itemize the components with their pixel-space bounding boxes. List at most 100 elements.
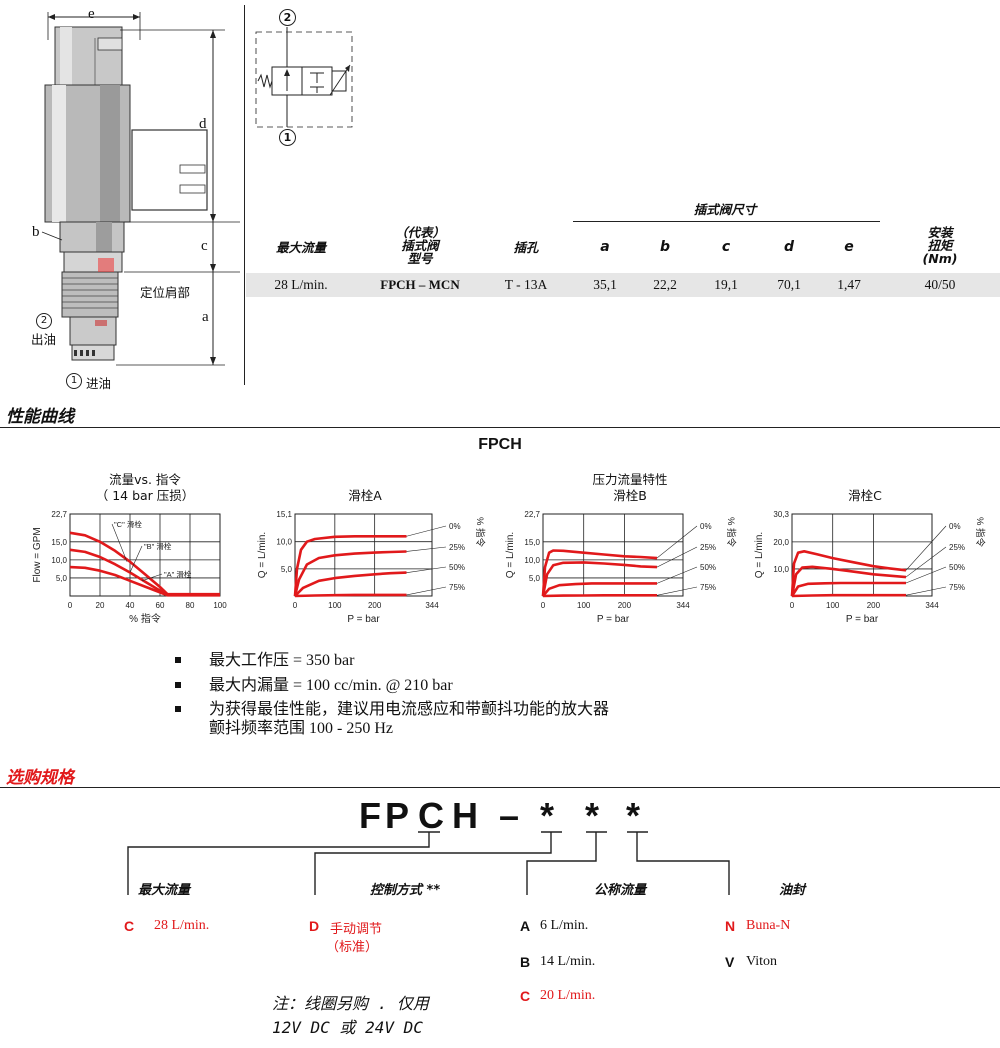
chart1-xtick-label: 20	[96, 601, 105, 610]
chart1-annotation-leader	[111, 523, 128, 562]
ordering-section-title: 选购规格	[6, 768, 74, 788]
chart4-curve-leader	[905, 586, 947, 596]
th-model-l1: （代表）	[394, 225, 445, 240]
col3-opt-c-val: 20 L/min.	[540, 988, 596, 1003]
code-char-dash: –	[499, 795, 520, 836]
chart1-ytick-label: 10,0	[51, 556, 67, 565]
chart2-curve-label: 50%	[449, 563, 465, 572]
chart2-curve-label: 75%	[449, 583, 465, 592]
chart4-ylabel: Q = L/min.	[754, 532, 765, 578]
th-torque-l2: 扭矩	[927, 238, 953, 253]
code-char-h: H	[452, 795, 478, 836]
performance-model: FPCH	[478, 436, 522, 453]
th-model-l2: 插式阀	[401, 238, 439, 253]
chart2-series-line	[293, 550, 407, 597]
chart2-ytick-label: 10,0	[276, 538, 292, 547]
chart1-xtick-label: 60	[156, 601, 165, 610]
symbol-port-2: 2	[279, 9, 296, 26]
chart1-series-line	[69, 548, 220, 597]
chart4-curve-label: 75%	[949, 583, 965, 592]
th-max-flow: 最大流量	[275, 240, 326, 255]
chart4-xtick-label: 0	[790, 601, 795, 610]
chart4-curve-leader	[905, 546, 947, 578]
chart3-curve-leader	[656, 566, 698, 584]
col1-header: 最大流量	[138, 883, 191, 898]
col4-opt-v-val: Viton	[746, 954, 778, 969]
code-char-p: P	[385, 795, 410, 836]
chart4-xtick-label: 344	[925, 601, 939, 610]
col3-opt-b-key: B	[520, 954, 531, 970]
chart4-ytick-label: 30,3	[773, 510, 789, 519]
chart3-xtick-label: 200	[618, 601, 632, 610]
col1-opt-val: 28 L/min.	[154, 918, 210, 933]
chart3-curve-label: 0%	[700, 522, 712, 531]
th-d: d	[783, 239, 795, 255]
th-model-l3: 型号	[407, 251, 433, 266]
code-char-seal-a: *	[585, 795, 600, 836]
chart3-title: 压力流量特性	[592, 472, 668, 487]
chart3-xtick-label: 100	[577, 601, 591, 610]
chart1-xtick-label: 80	[186, 601, 195, 610]
port2-label: 出油	[31, 332, 57, 347]
coil-note-line1: 注：线圈另购 . 仅用	[272, 994, 429, 1013]
chart3-curve-leader	[656, 546, 698, 568]
th-b: b	[659, 239, 671, 255]
td-d: 70,1	[777, 277, 801, 292]
ordering-section-rule	[0, 787, 1000, 788]
col2-opt-key: D	[309, 918, 320, 934]
td-max-flow: 28 L/min.	[274, 277, 328, 292]
chart3-curve-leader	[656, 525, 698, 559]
chart2-series-line	[293, 534, 407, 597]
chart2-ylabel: Q = L/min.	[257, 532, 268, 578]
chart1-xtick-label: 40	[126, 601, 135, 610]
chart1-series-line	[69, 531, 220, 596]
chart2-xtick-label: 200	[368, 601, 382, 610]
chart2-curve-label: 0%	[449, 522, 461, 531]
performance-section-rule	[0, 427, 1000, 428]
col3-header: 公称流量	[594, 883, 647, 898]
chart3-xtick-label: 344	[676, 601, 690, 610]
th-c: c	[721, 239, 731, 255]
chart4-curve-label: 0%	[949, 522, 961, 531]
chart1-annotation-label: "C" 滑栓	[114, 519, 142, 529]
col2-header: 控制方式 **	[370, 883, 441, 898]
chart3-curve-label: 25%	[700, 543, 716, 552]
port1-number: 1	[66, 373, 82, 389]
chart4-curve-label: 50%	[949, 563, 965, 572]
chart1-xtick-label: 0	[68, 601, 73, 610]
dim-a-label: a	[202, 309, 209, 325]
table-group-rule	[573, 221, 880, 222]
col4-opt-n-key: N	[725, 918, 736, 934]
dim-e-label: e	[88, 6, 95, 22]
shoulder-label: 定位肩部	[140, 285, 191, 300]
chart2-xtick-label: 0	[293, 601, 298, 610]
col3-opt-b-val: 14 L/min.	[540, 954, 596, 969]
chart3-ytick-label: 5,0	[529, 574, 541, 583]
chart4-xlabel: P = bar	[846, 614, 879, 625]
chart3-curve-label: 50%	[700, 563, 716, 572]
hydraulic-symbol	[255, 27, 353, 128]
dim-b-label: b	[32, 224, 40, 240]
code-leader-lines	[127, 831, 730, 895]
chart3-ytick-label: 22,7	[524, 510, 540, 519]
chart1-series-line	[69, 565, 220, 597]
chart1-ylabel: Flow = GPM	[32, 527, 43, 582]
chart1-xtick-label: 100	[213, 601, 227, 610]
code-char-c: C	[418, 795, 444, 836]
td-c: 19,1	[714, 277, 738, 292]
chart4-curve-label: 25%	[949, 543, 965, 552]
chart4-right-label: % 指令	[974, 517, 986, 548]
col3-opt-c-key: C	[520, 988, 531, 1004]
coil-note-line2: 12V DC 或 24V DC	[272, 1018, 423, 1037]
chart1-title: 流量vs. 指令	[109, 472, 181, 487]
th-torque-l1: 安装	[927, 225, 953, 240]
chart1-annotation-leader	[141, 573, 163, 582]
chart4-xtick-label: 200	[867, 601, 881, 610]
code-char-f: F	[359, 795, 381, 836]
code-char-flow: *	[540, 795, 555, 836]
chart3-series-line	[541, 561, 658, 597]
